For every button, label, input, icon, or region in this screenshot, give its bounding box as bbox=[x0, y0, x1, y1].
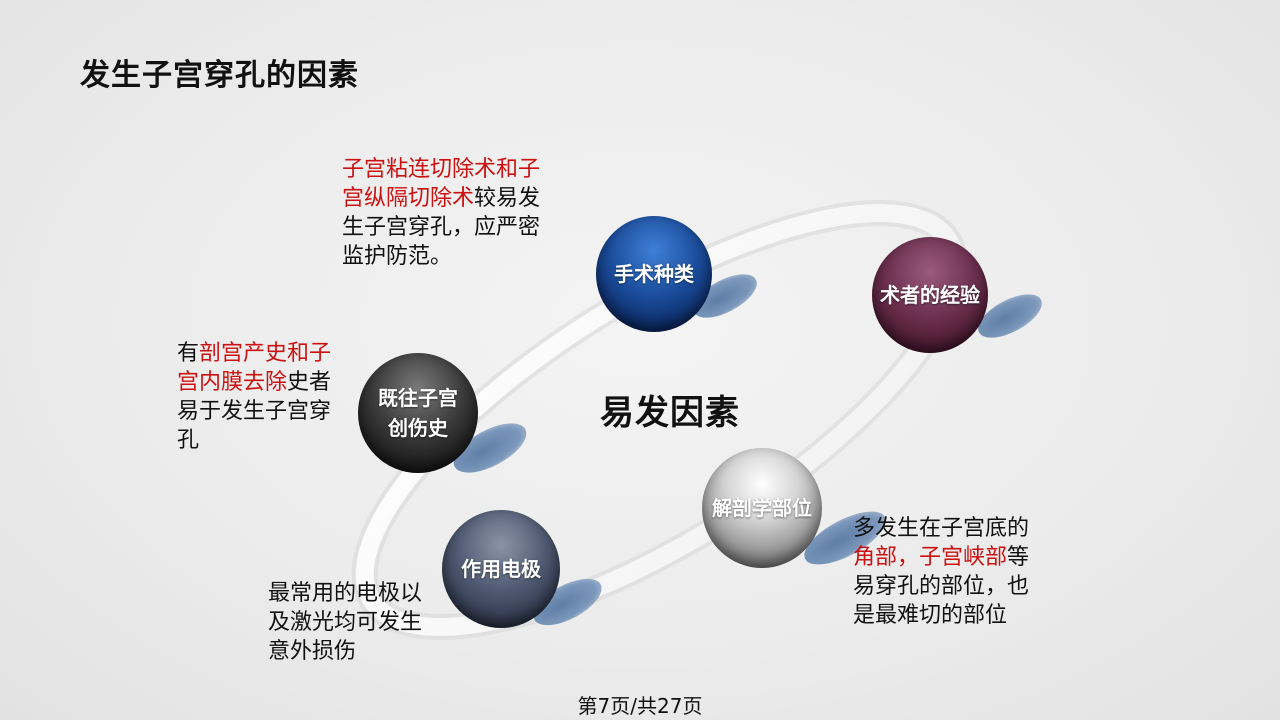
note-history-line4: 孔 bbox=[177, 428, 200, 453]
node-uterine-history-line1: 既往子宫 bbox=[378, 386, 458, 410]
slide-title: 发生子宫穿孔的因素 bbox=[80, 58, 359, 93]
node-surgery-type-label: 手术种类 bbox=[614, 262, 694, 286]
page-number: 第7页/共27页 bbox=[577, 694, 703, 718]
note-history-black1: 有 bbox=[177, 341, 200, 366]
node-anatomy-label: 解剖学部位 bbox=[712, 496, 812, 520]
node-surgeon-experience-label: 术者的经验 bbox=[880, 283, 980, 307]
note-surgery-black1: 较易发 bbox=[474, 186, 541, 211]
note-electrode: 最常用的电极以 及激光均可发生 意外损伤 bbox=[268, 579, 458, 666]
node-surgeon-experience: 术者的经验 bbox=[872, 237, 988, 353]
note-history-red1: 剖宫产史和子 bbox=[199, 341, 332, 366]
note-history-red2: 宫内膜去除 bbox=[177, 370, 288, 395]
note-history-black2: 史者 bbox=[287, 370, 332, 395]
note-surgery-line4: 监护防范。 bbox=[342, 244, 453, 269]
note-surgery-line3: 生子宫穿孔，应严密 bbox=[342, 215, 541, 240]
node-electrode: 作用电极 bbox=[442, 510, 560, 628]
note-history: 有剖宫产史和子 宫内膜去除史者 易于发生子宫穿 孔 bbox=[177, 339, 367, 455]
node-uterine-history: 既往子宫 创伤史 bbox=[358, 353, 478, 473]
note-electrode-line3: 意外损伤 bbox=[268, 639, 357, 664]
node-electrode-label: 作用电极 bbox=[461, 557, 541, 581]
note-electrode-line2: 及激光均可发生 bbox=[268, 610, 423, 635]
note-anatomy-line1: 多发生在子宫底的 bbox=[853, 516, 1030, 541]
center-label: 易发因素 bbox=[600, 393, 740, 433]
node-surgery-type: 手术种类 bbox=[596, 216, 712, 332]
node-uterine-history-label: 既往子宫 创伤史 bbox=[378, 383, 458, 443]
note-anatomy-line3: 易穿孔的部位，也 bbox=[853, 574, 1030, 599]
note-history-line3: 易于发生子宫穿 bbox=[177, 399, 332, 424]
node-anatomy: 解剖学部位 bbox=[702, 448, 822, 568]
note-surgery-red2: 宫纵隔切除术 bbox=[342, 186, 475, 211]
note-anatomy-black1: 等 bbox=[1007, 545, 1030, 570]
node-uterine-history-line2: 创伤史 bbox=[388, 416, 448, 440]
note-anatomy-red1: 角部，子宫峡部 bbox=[853, 545, 1008, 570]
note-surgery: 子宫粘连切除术和子 宫纵隔切除术较易发 生子宫穿孔，应严密 监护防范。 bbox=[342, 155, 582, 271]
note-surgery-red1: 子宫粘连切除术和子 bbox=[342, 157, 541, 182]
note-electrode-line1: 最常用的电极以 bbox=[268, 581, 423, 606]
note-anatomy: 多发生在子宫底的 角部，子宫峡部等 易穿孔的部位，也 是最难切的部位 bbox=[853, 514, 1073, 630]
note-anatomy-line4: 是最难切的部位 bbox=[853, 603, 1008, 628]
